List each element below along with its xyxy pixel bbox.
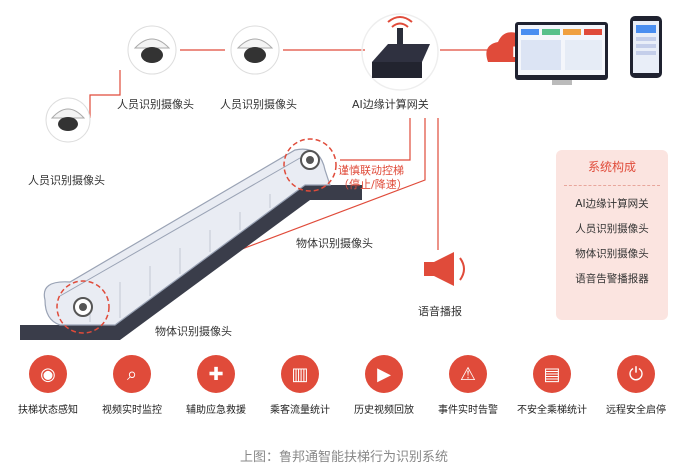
mobile-app-icon [630,16,662,78]
feature-label: 乘客流量统计 [270,405,330,416]
system-divider [564,185,660,186]
feature-emergency-rescue: ✚ 辅助应急救援 [175,355,257,416]
dome-cameras [45,25,280,143]
escalator-handrail [59,157,301,297]
feature-label: 视频实时监控 [102,405,162,416]
system-item: 语音告警播报器 [575,273,649,285]
speaker-label: 语音播报 [418,305,462,318]
feature-remote-start-stop: ⏻ 远程安全启停 [595,355,677,416]
alarm-icon: ⚠ [449,355,487,393]
feature-label: 不安全乘梯统计 [517,405,587,416]
linkage-label-line2: （停止/降速） [338,178,408,191]
connector-cam1 [89,70,121,118]
sensor-icon: ◉ [29,355,67,393]
feature-live-video: ⌕ 视频实时监控 [91,355,173,416]
rescue-icon: ✚ [197,355,235,393]
gateway-device-icon [361,13,439,91]
gateway-label: AI边缘计算网关 [352,98,429,111]
camera-icon: ⌕ [113,355,151,393]
playback-icon: ▶ [365,355,403,393]
chart-icon: ▥ [281,355,319,393]
system-item: 人员识别摄像头 [575,223,649,235]
system-item: 物体识别摄像头 [575,248,649,260]
figure-caption: 上图：鲁邦通智能扶梯行为识别系统 [239,450,448,465]
camera-label-1: 人员识别摄像头 [28,174,105,187]
camera-label-2: 人员识别摄像头 [117,98,194,111]
top-camera-ring [283,138,337,192]
feature-video-playback: ▶ 历史视频回放 [343,355,425,416]
escalator-truss [20,185,362,340]
linkage-label-line1: 谨慎联动控梯 [338,164,404,177]
system-title: 系统构成 [587,160,636,174]
object-camera-label-top: 物体识别摄像头 [296,237,373,250]
dashboard-monitor-icon [515,22,608,85]
escalator-glass [43,148,331,326]
feature-label: 扶梯状态感知 [18,405,78,416]
system-composition-panel: 系统构成 AI边缘计算网关 人员识别摄像头 物体识别摄像头 语音告警播报器 [556,150,668,320]
escalator [20,138,362,340]
speaker-icon [424,252,465,286]
connector-control [340,118,411,161]
feature-label: 事件实时告警 [438,405,498,416]
feature-label: 辅助应急救援 [186,405,246,416]
feature-escalator-status: ◉ 扶梯状态感知 [7,355,89,416]
feature-unsafe-riding: ▤ 不安全乘梯统计 [511,355,593,416]
feature-label: 远程安全启停 [606,405,666,416]
feature-event-alarm: ⚠ 事件实时告警 [427,355,509,416]
camera-label-3: 人员识别摄像头 [220,98,297,111]
system-item: AI边缘计算网关 [575,198,649,210]
bottom-camera-ring [56,280,110,334]
feature-passenger-flow: ▥ 乘客流量统计 [259,355,341,416]
feature-label: 历史视频回放 [354,405,414,416]
object-camera-label-bottom: 物体识别摄像头 [155,325,232,338]
lock-icon: ⏻ [617,355,655,393]
monitor-stats-icon: ▤ [533,355,571,393]
